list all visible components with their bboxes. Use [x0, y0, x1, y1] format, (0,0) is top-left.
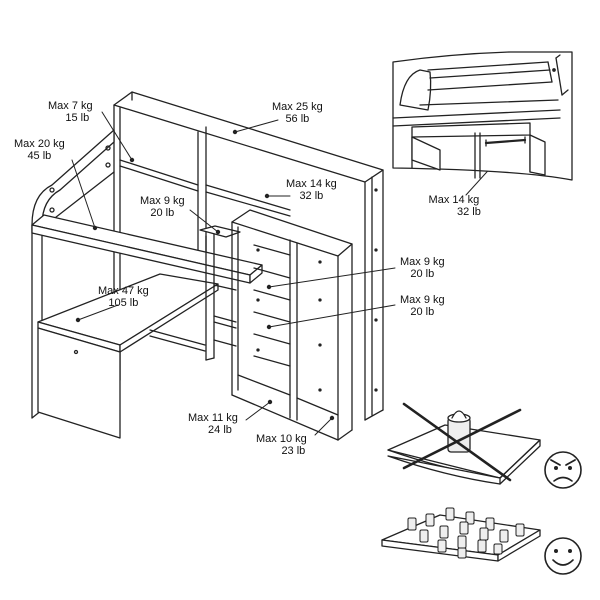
label-side-rail: Max 20 kg 45 lb: [14, 138, 65, 162]
loft-bed-furniture: [31, 91, 384, 441]
label-lb: 23 lb: [281, 445, 306, 457]
label-lb: 45 lb: [27, 150, 52, 162]
label-kg: Max 14 kg: [286, 178, 337, 190]
label-kg: Max 20 kg: [14, 138, 65, 150]
label-kg: Max 9 kg: [400, 256, 445, 268]
label-kg: Max 25 kg: [272, 101, 323, 113]
label-desk-surface: Max 47 kg 105 lb: [98, 285, 149, 309]
label-kg: Max 47 kg: [98, 285, 149, 297]
label-top-shelf: Max 25 kg 56 lb: [272, 101, 323, 125]
small-weights-icon: [407, 507, 525, 559]
desk-leg-panel: [37, 327, 121, 439]
happy-face-icon: [544, 537, 582, 575]
label-lb: 105 lb: [108, 297, 139, 309]
label-lb: 20 lb: [150, 207, 175, 219]
label-lb: 32 lb: [457, 206, 481, 218]
label-kg: Max 7 kg: [48, 100, 93, 112]
label-lb: 56 lb: [285, 113, 310, 125]
label-hanging-rail: Max 14 kg 32 lb: [427, 194, 481, 218]
label-inner-shelf-lower: Max 9 kg 20 lb: [400, 294, 445, 318]
angry-face-icon: [544, 451, 582, 489]
label-wardrobe-floor-left: Max 11 kg 24 lb: [188, 412, 238, 436]
label-shelf-top-left: Max 7 kg 15 lb: [48, 100, 93, 124]
label-middle-shelf: Max 14 kg 32 lb: [286, 178, 337, 202]
label-kg: Max 9 kg: [140, 195, 185, 207]
distributed-load-ok: [381, 507, 582, 575]
label-lb: 20 lb: [410, 306, 435, 318]
label-small-shelf: Max 9 kg 20 lb: [140, 195, 185, 219]
label-lb: 24 lb: [208, 424, 232, 436]
wardrobe: [231, 209, 353, 257]
label-kg: Max 14 kg: [428, 194, 480, 206]
label-kg: Max 10 kg: [256, 433, 307, 445]
label-kg: Max 9 kg: [400, 294, 445, 306]
label-inner-shelf-upper: Max 9 kg 20 lb: [400, 256, 445, 280]
label-kg: Max 11 kg: [188, 412, 238, 424]
label-lb: 15 lb: [65, 112, 90, 124]
label-lb: 20 lb: [410, 268, 435, 280]
weight-icon: [447, 417, 471, 453]
label-wardrobe-floor-right: Max 10 kg 23 lb: [256, 433, 307, 457]
leader-lines: [71, 111, 517, 436]
point-load-not-allowed: [387, 402, 582, 489]
hanging-rail-detail-inset: [392, 51, 573, 181]
label-lb: 32 lb: [299, 190, 324, 202]
front-rail: [31, 214, 263, 276]
back-panel: [113, 91, 384, 183]
